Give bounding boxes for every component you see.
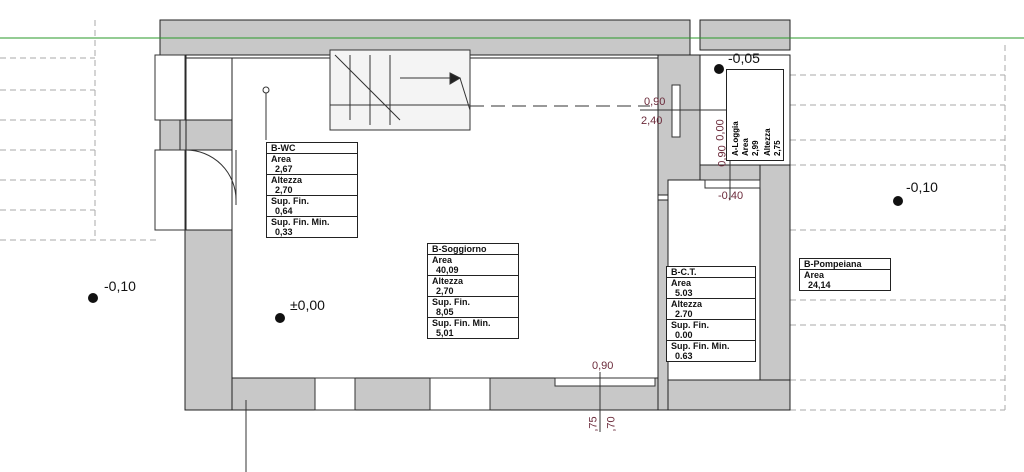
room-name: B-Pompeiana (800, 259, 890, 270)
label: Altezza (432, 276, 464, 286)
value: 8,05 (436, 307, 454, 317)
value: 0,64 (275, 206, 293, 216)
label: Area (671, 278, 692, 288)
dim-window-width: 0,90 (592, 360, 614, 372)
level-right-outside: -0,10 (906, 179, 938, 195)
dim-door-width: 0,90 (644, 96, 666, 108)
level-markers (88, 64, 903, 323)
label: Sup. Fin. Min. (671, 341, 730, 351)
openings (154, 54, 761, 411)
value: 24,14 (808, 280, 831, 290)
label: Sup. Fin. Min. (432, 318, 491, 328)
room-name: A-Loggia (731, 121, 740, 156)
label: Sup. Fin. (671, 320, 709, 330)
value: 2,99 (751, 140, 760, 156)
label: Sup. Fin. Min. (271, 217, 330, 227)
value: 2,67 (275, 164, 293, 174)
value: 2.70 (675, 309, 693, 319)
level-living: ±0,00 (290, 297, 325, 313)
label: Area (741, 138, 750, 156)
room-name: B-WC (267, 143, 357, 154)
staircase (329, 49, 471, 131)
label: Area (804, 270, 825, 280)
right-outdoor-area (790, 45, 1006, 411)
value: 2,70 (436, 286, 454, 296)
label: Area (432, 255, 453, 265)
label: Altezza (763, 128, 772, 156)
value: 5,01 (436, 328, 454, 338)
value: 0.00 (675, 330, 693, 340)
value: 0.63 (675, 351, 693, 361)
label: Sup. Fin. (271, 196, 309, 206)
dim-loggia-sill: 0,00 (714, 119, 727, 141)
value: 5.03 (675, 288, 693, 298)
level-loggia: -0,05 (728, 50, 760, 66)
room-name: B-Soggiorno (428, 244, 518, 255)
level-left-outside: -0,10 (104, 278, 136, 294)
dim-door-height: 2,40 (641, 115, 663, 127)
label: Sup. Fin. (432, 297, 470, 307)
dim-loggia-step: -0,40 (718, 190, 744, 202)
value: 40,09 (436, 265, 459, 275)
dim-window-a: ,75 (587, 416, 600, 432)
room-tag-loggia[interactable]: A-Loggia Area 2,99 Altezza 2,75 (726, 69, 784, 161)
label: Area (271, 154, 292, 164)
value: 0,33 (275, 227, 293, 237)
room-name: B-C.T. (667, 267, 755, 278)
label: Altezza (671, 299, 703, 309)
left-outdoor-area (0, 20, 160, 241)
dim-window-b: ,70 (605, 416, 618, 432)
label: Altezza (271, 175, 303, 185)
value: 2,75 (773, 140, 782, 156)
value: 2,70 (275, 185, 293, 195)
